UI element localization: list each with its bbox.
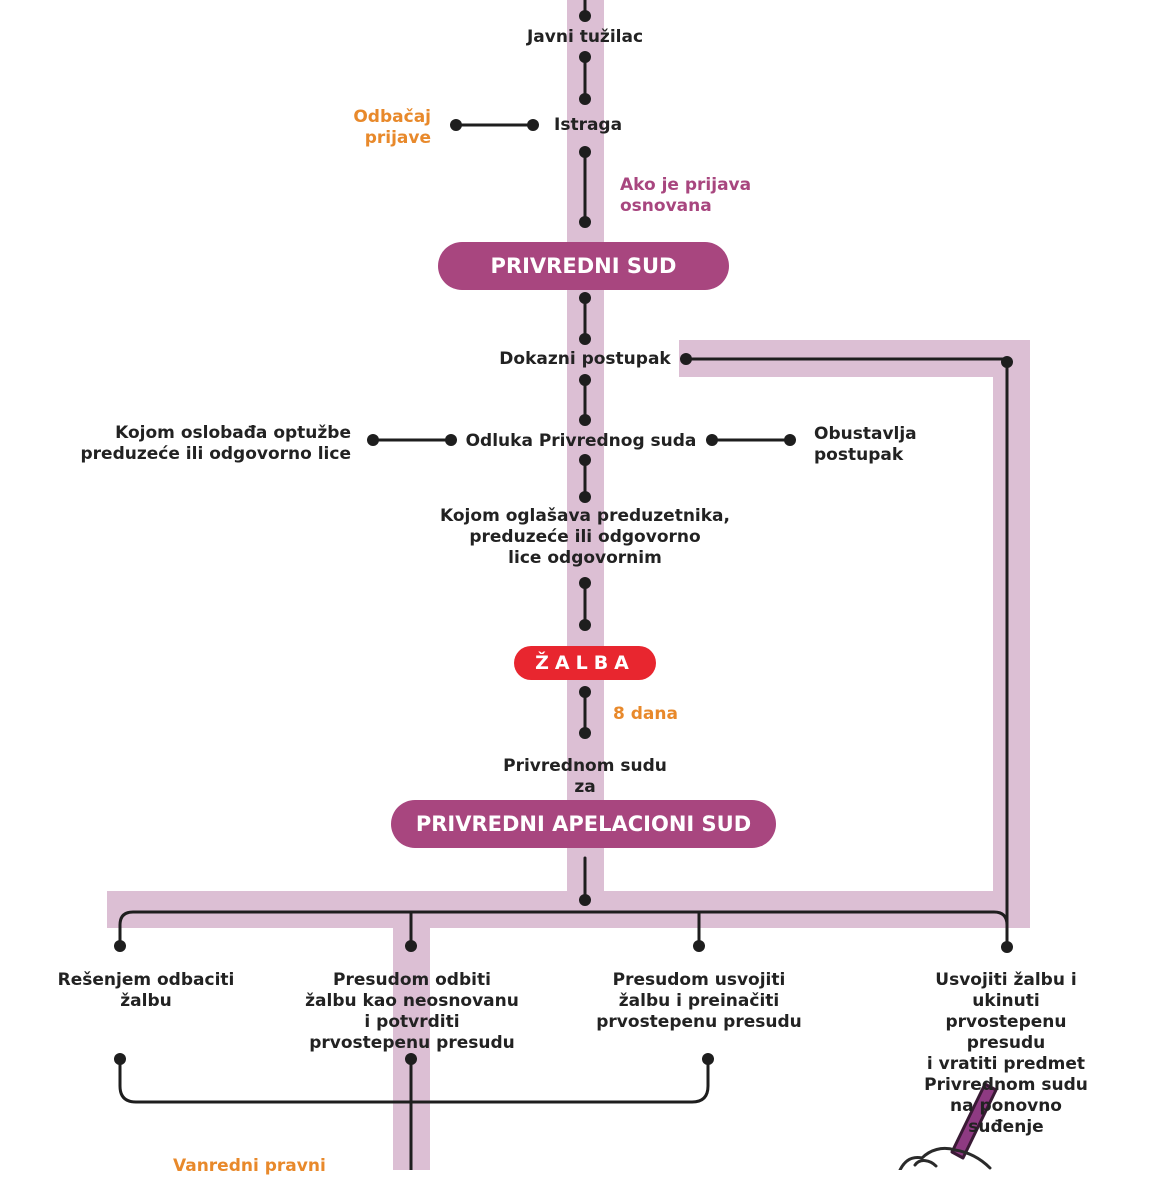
dot [579, 146, 591, 158]
node-acquittal: Kojom oslobađa optužbe preduzeće ili odg… [80, 423, 351, 464]
node-conviction: Kojom oglašava preduzetnika, preduzeće i… [440, 506, 730, 568]
node-court-decision: Odluka Privrednog suda [465, 431, 697, 451]
note-deadline: 8 dana [613, 704, 678, 724]
dot [450, 119, 462, 131]
dot [579, 216, 591, 228]
dot [680, 353, 692, 365]
background-tracks [107, 0, 1030, 1170]
dot [579, 619, 591, 631]
dot [579, 454, 591, 466]
commercial-court-pill: PRIVREDNI SUD [438, 242, 729, 290]
appeal-pill: ŽALBA [514, 646, 656, 680]
dot [579, 292, 591, 304]
dot [579, 491, 591, 503]
node-dismissal: Odbačaj prijave [353, 107, 431, 148]
outcomes-track [107, 891, 1030, 928]
outcome-dismiss: Presudom odbiti žalbu kao neosnovanu i p… [305, 970, 519, 1053]
dot [114, 1053, 126, 1065]
dot [405, 1053, 417, 1065]
outcome-uphold: Presudom usvojiti žalbu i preinačiti prv… [596, 970, 802, 1032]
hand-outline [898, 1146, 992, 1170]
dot [367, 434, 379, 446]
dot [579, 93, 591, 105]
dot [702, 1053, 714, 1065]
dot [784, 434, 796, 446]
dot [579, 577, 591, 589]
retrial-track-right [993, 340, 1030, 928]
dot [1001, 356, 1013, 368]
line-outcomes-bus [118, 910, 1009, 948]
node-to-court: Privrednom sudu za [503, 756, 667, 797]
dot [1001, 941, 1013, 953]
dot [445, 434, 457, 446]
dot [693, 940, 705, 952]
note-if-founded: Ako je prijava osnovana [620, 175, 752, 216]
dot [405, 940, 417, 952]
outcome-retrial: Usvojiti žalbu i ukinuti prvostepenu pre… [924, 970, 1088, 1137]
dot [527, 119, 539, 131]
node-prosecutor: Javni tužilac [526, 27, 644, 47]
dot [579, 414, 591, 426]
hand-with-pen-icon [898, 1082, 998, 1170]
dot [114, 940, 126, 952]
outcome-reject: Rešenjem odbaciti žalbu [57, 970, 235, 1011]
line-lower-merge [118, 1057, 710, 1104]
hand-finger [913, 1159, 938, 1168]
node-discontinue: Obustavlja postupak [814, 424, 917, 465]
dot [579, 374, 591, 386]
dot [579, 894, 591, 906]
dot [706, 434, 718, 446]
node-investigation: Istraga [554, 115, 623, 135]
dot [579, 686, 591, 698]
connector-dots [114, 10, 1013, 1065]
connector-lines [118, 0, 1009, 1170]
node-evidence-procedure: Dokazni postupak [499, 349, 671, 369]
dot [579, 51, 591, 63]
note-extraordinary: Vanredni pravni [173, 1156, 326, 1176]
dot [579, 10, 591, 22]
dot [579, 727, 591, 739]
dot [579, 333, 591, 345]
appellate-court-pill: PRIVREDNI APELACIONI SUD [391, 800, 776, 848]
pen-body [950, 1082, 998, 1160]
